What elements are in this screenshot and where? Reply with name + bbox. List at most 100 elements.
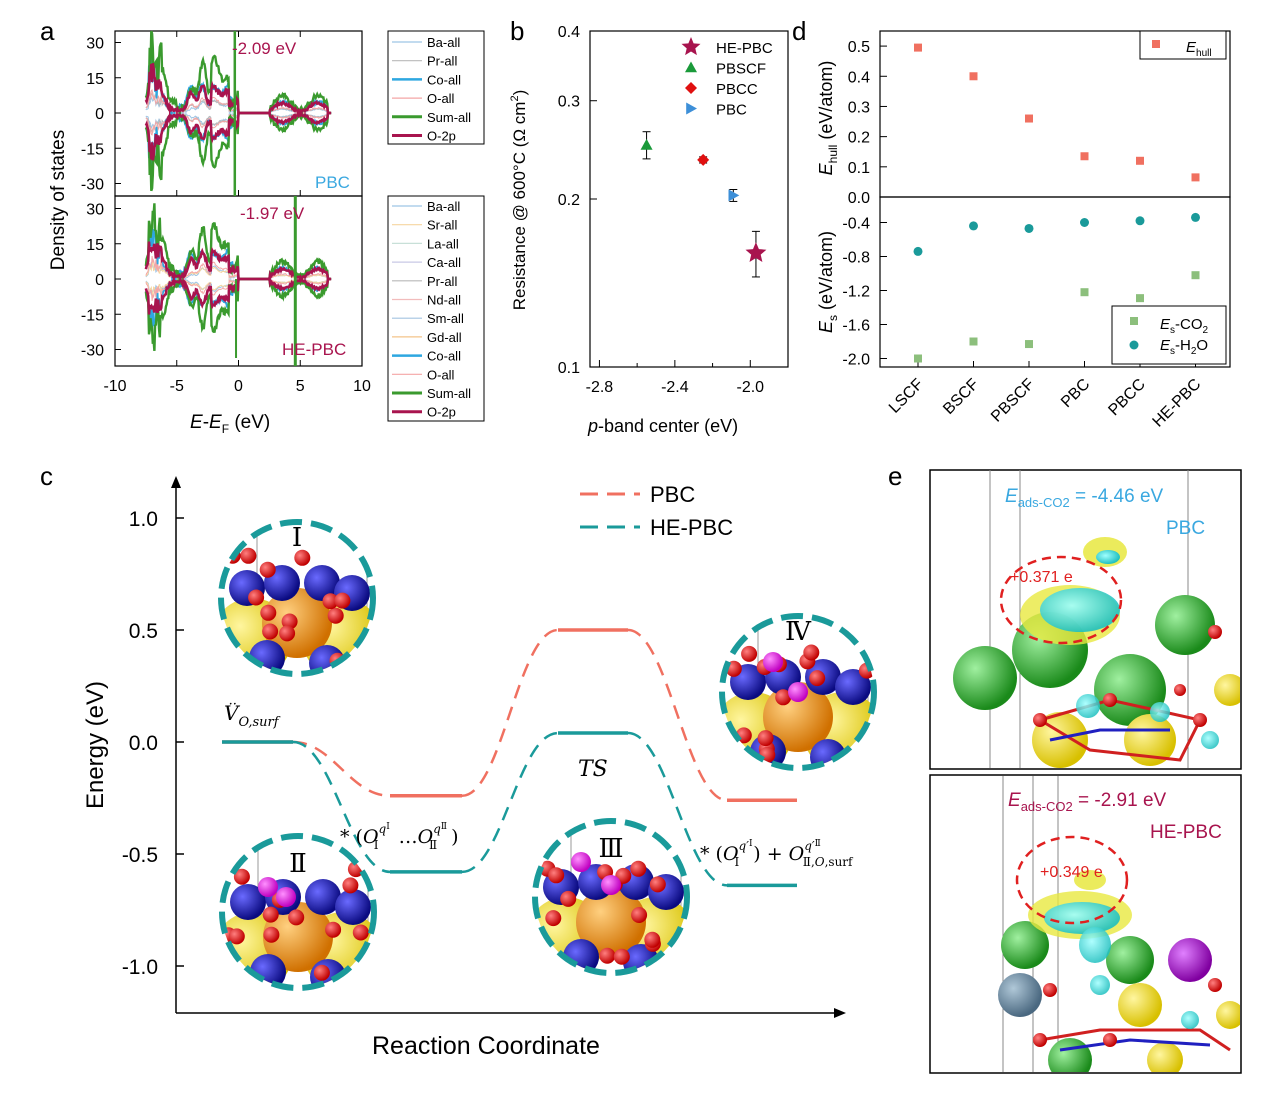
c-ticks: 1.00.50.0-0.5-1.0 (122, 508, 184, 979)
structure-1: Ⅰ (218, 519, 376, 677)
d-es-co2-point (1136, 294, 1144, 303)
dos-ytick-label: 15 (86, 237, 104, 254)
atom-red (313, 964, 330, 981)
d-bottom-ytick-label: -1.6 (842, 318, 870, 335)
atom-red (352, 924, 369, 941)
dos-xtick-label: 5 (296, 378, 305, 395)
b-xtick-label: -2.8 (586, 379, 614, 396)
d-marks (913, 43, 1200, 363)
atom-red (263, 926, 280, 943)
atom-red (233, 868, 250, 885)
c-xlabel: Reaction Coordinate (372, 1032, 600, 1060)
e-top-tag: PBC (1166, 518, 1205, 539)
d-es-h2o-point (1135, 216, 1145, 226)
d-bottom-ytick-label: -2.0 (842, 352, 870, 369)
c-ts-label: TS (578, 757, 608, 782)
panel-label-a: a (40, 16, 55, 46)
atom-magenta (571, 852, 591, 872)
dos-xaxis-label: E-EF (eV) (190, 412, 270, 436)
structure-label: Ⅱ (289, 849, 307, 879)
dos-top-tag: PBC (315, 173, 350, 192)
legend-item: Co-all (427, 349, 461, 364)
structure-2: Ⅱ (219, 833, 377, 991)
atom-magenta (276, 887, 296, 907)
legend-item: Ba-all (427, 199, 460, 214)
atom-red (240, 547, 257, 564)
c-legend-pbc: PBC (650, 482, 695, 507)
b-point-he-pbc (745, 242, 767, 262)
c-yaxis-arrow (171, 476, 181, 488)
dos-curve-down (144, 277, 332, 315)
legend-item: Sum-all (427, 110, 471, 125)
b-ytick-label: 0.3 (558, 94, 580, 111)
d-ticks: 0.50.40.30.20.10.0-0.4-0.8-1.2-1.6-2.0 (842, 39, 1196, 369)
structure-label: Ⅰ (292, 523, 302, 553)
atom-orange (576, 887, 646, 957)
c-ytick-label: 1.0 (129, 508, 158, 531)
legend-item: Ca-all (427, 255, 461, 270)
atom-red (262, 623, 279, 640)
dos-ytick-label: 30 (86, 36, 104, 53)
d-ehull-point (1191, 173, 1200, 182)
structure-4: Ⅳ (719, 613, 877, 771)
d-es-h2o-point (913, 246, 923, 256)
dos-ytick-label: 0 (95, 272, 104, 289)
b-legend-label: HE-PBC (716, 40, 773, 57)
legend-label-es-h2o: Es-H2O (1160, 337, 1208, 357)
dos-bottom-legend-items: Ba-allSr-allLa-allCa-allPr-allNd-allSm-a… (392, 199, 471, 420)
dos-xtick-label: -10 (103, 378, 126, 395)
atom-red (599, 947, 616, 964)
atom-magenta (788, 682, 808, 702)
atom-blue (305, 879, 341, 915)
atom-red (248, 589, 265, 606)
dos-bottom-curves (144, 196, 332, 366)
d-bottom-ylabel: Es (eV/atom) (816, 231, 840, 333)
d-top-ytick-label: 0.0 (848, 190, 870, 207)
atom-red (548, 867, 565, 884)
d-top-ytick-label: 0.2 (848, 130, 870, 147)
atom-red (630, 860, 647, 877)
e-top-energy: Eads-CO2 = -4.46 eV (1005, 486, 1164, 510)
c-connector-pbc (292, 740, 391, 798)
b-xtick-label: -2.4 (661, 379, 689, 396)
atom-red (322, 593, 339, 610)
legend-marker-es-h2o (1129, 340, 1139, 350)
panel-label-e: e (888, 461, 902, 491)
atom-red (631, 907, 648, 923)
dos-yaxis-label: Density of states (48, 130, 69, 270)
atom-blue (304, 565, 340, 601)
b-legend-marker (686, 102, 697, 115)
dos-xtick-label: -5 (170, 378, 184, 395)
e-top-charge: +0.371 e (1010, 569, 1073, 586)
panel-c-energy-profile: 1.00.50.0-0.5-1.0 Energy (eV) Reaction C… (82, 476, 877, 1060)
structure-ring (532, 818, 690, 976)
panel-b-resistance: -2.8-2.4-2.00.10.20.30.4 Resistance @ 60… (509, 24, 789, 436)
atom-red (545, 910, 562, 927)
legend-item: Sr-all (427, 218, 457, 233)
d-bottom-ytick-label: -1.2 (842, 284, 870, 301)
e-bottom-structure (998, 776, 1240, 1072)
d-bottom-ytick-label: -0.8 (842, 250, 870, 267)
dos-ytick-label: 0 (95, 106, 104, 123)
dos-bottom-legend (387, 195, 485, 422)
legend-item: O-all (427, 91, 455, 106)
b-ytick-label: 0.4 (558, 24, 580, 41)
d-ehull-point (1080, 152, 1089, 161)
legend-item: O-2p (427, 405, 456, 420)
legend-item: O-2p (427, 129, 456, 144)
d-es-h2o-point (969, 221, 978, 231)
atom-blue (335, 889, 371, 925)
dos-ytick-label: 15 (86, 71, 104, 88)
d-category-label: PBSCF (988, 376, 1038, 426)
structure-ring (218, 519, 376, 677)
e-top-charge-circle (999, 555, 1123, 645)
atom-red (281, 613, 298, 630)
structure-atoms (221, 522, 373, 674)
dos-ytick-label: -15 (81, 307, 104, 324)
dos-ytick-label: -30 (81, 177, 104, 194)
b-legend-label: PBSCF (716, 61, 766, 78)
dos-bottom-tag: HE-PBC (282, 340, 346, 359)
